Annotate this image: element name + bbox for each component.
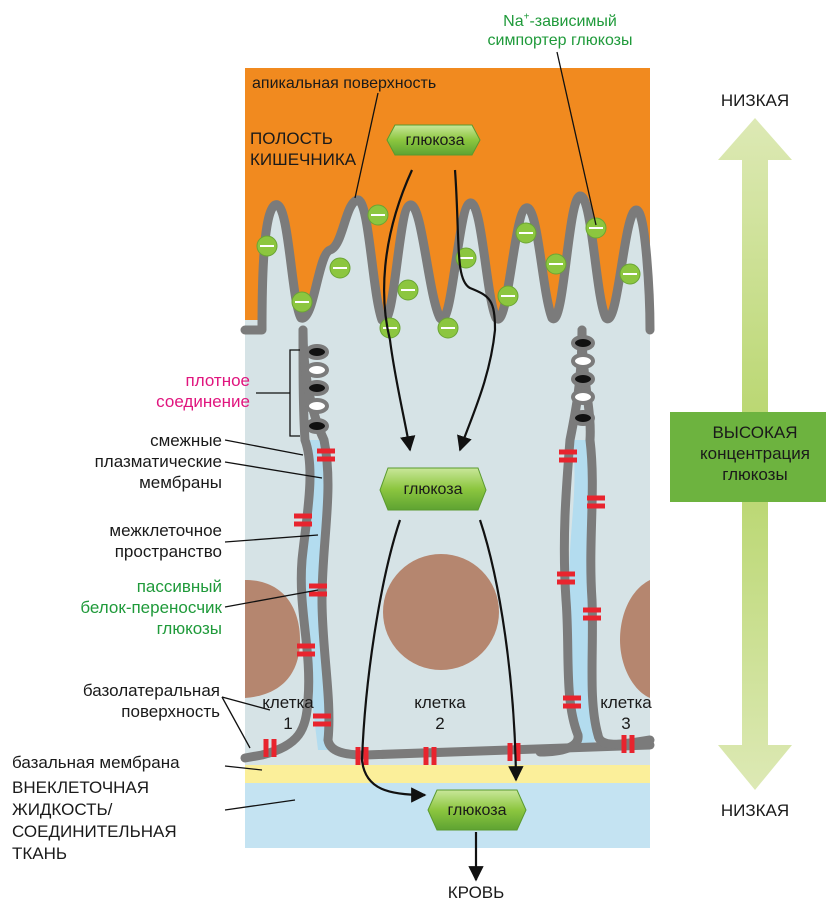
tight-junction-label: плотное соединение <box>100 370 250 412</box>
cell1-label: клетка 1 <box>248 692 328 734</box>
glucose-mid-label: глюкоза <box>388 480 478 499</box>
gradient-low-top-label: НИЗКАЯ <box>700 90 810 111</box>
nucleus-cell2 <box>383 554 499 670</box>
gradient-low-bottom-label: НИЗКАЯ <box>700 800 810 821</box>
blood-label: КРОВЬ <box>426 882 526 903</box>
basal-membrane-label: базальная мембрана <box>12 752 180 773</box>
cell2-label: клетка 2 <box>400 692 480 734</box>
intercellular-space-label: межклеточное пространство <box>40 520 222 562</box>
symporter-label: Na+-зависимый симпортер глюкозы <box>440 12 680 50</box>
gradient-high-label: ВЫСОКАЯ концентрация глюкозы <box>670 422 826 485</box>
extracellular-fluid-label: ВНЕКЛЕТОЧНАЯ ЖИДКОСТЬ/ СОЕДИНИТЕЛЬНАЯ ТК… <box>12 777 177 865</box>
glucose-bottom-label: глюкоза <box>432 801 522 820</box>
adjacent-membranes-label: смежные плазматические мембраны <box>40 430 222 493</box>
glucose-top-label: глюкоза <box>390 131 480 150</box>
basal-membrane-band <box>245 765 650 783</box>
lumen-label: ПОЛОСТЬ КИШЕЧНИКА <box>250 128 356 170</box>
passive-transporter-label: пассивный белок-переносчик глюкозы <box>40 576 222 639</box>
basolateral-surface-label: базолатеральная поверхность <box>40 680 220 722</box>
cell3-label: клетка 3 <box>596 692 656 734</box>
apical-surface-label: апикальная поверхность <box>252 74 436 93</box>
